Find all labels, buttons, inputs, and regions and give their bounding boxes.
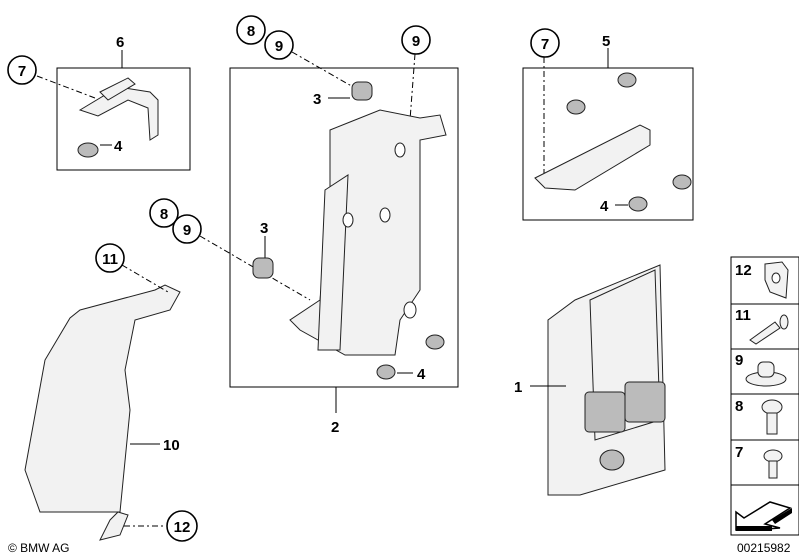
svg-text:9: 9 [183, 222, 191, 239]
callout-9[interactable] [172, 214, 202, 244]
cap-part [77, 142, 99, 158]
trim-panel: 11 10 12 © BMW AG [8, 243, 198, 555]
expanding-rivet-icon [749, 321, 781, 345]
cap-part [376, 364, 396, 380]
svg-text:4: 4 [114, 138, 123, 155]
svg-text:3: 3 [260, 220, 268, 237]
svg-text:12: 12 [735, 262, 752, 279]
cap-part [672, 174, 692, 190]
legend: 12 11 9 8 7 00215982 [730, 256, 799, 555]
callout-8[interactable] [236, 15, 266, 45]
svg-text:8: 8 [735, 398, 743, 415]
group-6-label: 6 [116, 34, 124, 51]
svg-text:8: 8 [160, 206, 168, 223]
seat-frame-part [289, 109, 447, 356]
legend-row-9[interactable]: 9 [735, 352, 787, 387]
svg-text:7: 7 [735, 444, 743, 461]
group-6: 6 7 4 [7, 34, 191, 171]
screw-small-icon [763, 449, 783, 463]
svg-text:10: 10 [163, 437, 180, 454]
legend-row-7[interactable]: 7 [735, 444, 783, 479]
svg-text:4: 4 [417, 366, 426, 383]
trim-panel-part [24, 284, 181, 513]
direction-arrow-icon [735, 501, 792, 531]
cap-part [425, 334, 445, 350]
svg-text:4: 4 [600, 198, 609, 215]
legend-row-12[interactable]: 12 [735, 261, 789, 299]
bracket-part [99, 77, 136, 101]
svg-text:7: 7 [541, 36, 549, 53]
group-6-frame [56, 67, 191, 171]
callout-11[interactable] [95, 243, 125, 273]
trim-tab-part [99, 511, 129, 541]
frame-rail-part [317, 174, 349, 351]
bracket-part [534, 124, 651, 191]
svg-text:2: 2 [331, 419, 339, 436]
drawing-number: 00215982 [737, 541, 791, 555]
group-5: 5 7 4 [522, 28, 694, 221]
callout-7[interactable] [7, 55, 37, 85]
cap-part [566, 99, 586, 115]
legend-row-11[interactable]: 11 [735, 307, 789, 345]
socket-part [599, 449, 625, 471]
callout-9[interactable] [401, 25, 431, 55]
cap-part [617, 72, 637, 88]
cap-part [628, 196, 648, 212]
svg-text:1: 1 [514, 379, 522, 396]
svg-text:9: 9 [735, 352, 743, 369]
svg-text:3: 3 [313, 91, 321, 108]
copyright: © BMW AG [8, 541, 70, 555]
connector-part [624, 381, 666, 423]
group-2: 2 8 9 9 3 8 9 3 4 [149, 15, 459, 436]
callout-8[interactable] [149, 198, 179, 228]
svg-text:9: 9 [275, 38, 283, 55]
svg-text:11: 11 [735, 307, 751, 324]
svg-text:8: 8 [247, 23, 255, 40]
legend-row-8[interactable]: 8 [735, 398, 783, 435]
grommet-part [351, 81, 373, 101]
module-1: 1 [514, 264, 666, 496]
connector-part [584, 391, 626, 433]
svg-text:12: 12 [174, 519, 191, 536]
svg-text:7: 7 [18, 63, 26, 80]
group-2-frame [229, 67, 459, 388]
callout-12[interactable] [166, 510, 198, 542]
bracket-part [78, 87, 159, 141]
svg-text:11: 11 [102, 251, 118, 268]
svg-text:9: 9 [412, 33, 420, 50]
callout-9[interactable] [264, 30, 294, 60]
grommet-part [252, 257, 274, 279]
svg-text:5: 5 [602, 33, 610, 50]
screw-icon [761, 399, 783, 415]
callout-7[interactable] [530, 28, 560, 58]
